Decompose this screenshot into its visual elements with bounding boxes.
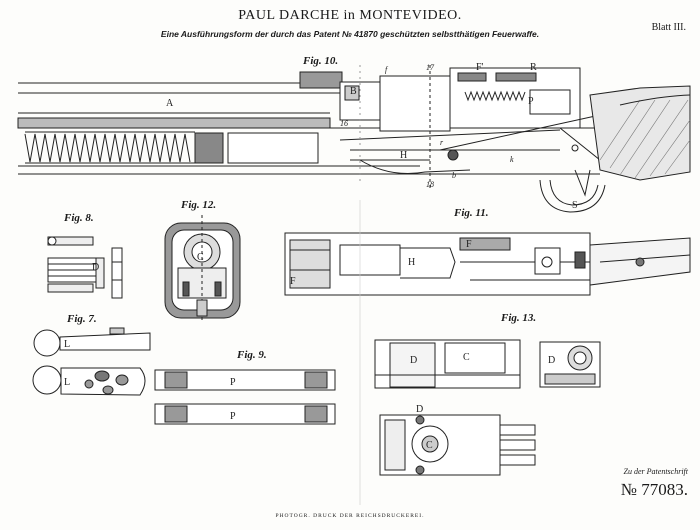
label-17: 17 [426,63,435,72]
label-S: S [572,200,578,211]
fig9-label: Fig. 9. [237,349,267,361]
label-C-fig12: C [197,252,204,263]
label-L-top: L [64,339,70,350]
fig8-drawing [47,236,123,299]
fig7-drawing [32,327,151,396]
label-r: r [440,138,444,147]
printer-footer: PHOTOGR. DRUCK DER REICHSDRUCKEREI. [275,513,425,519]
label-L-bottom: L [64,377,70,388]
label-P-fig9b: P [230,411,236,422]
label-C-fig13b: C [426,440,433,451]
drawing-letters: A B H P R F' S f 17 18 16 b k r D C H F … [64,62,578,451]
label-P-fig9: P [230,377,236,388]
label-D-fig13b: D [548,355,555,366]
fig12-drawing [164,215,241,323]
label-D-fig8: D [92,262,99,273]
label-P: P [528,96,534,107]
label-R: R [530,62,537,73]
fig12-label: Fig. 12. [181,199,217,211]
label-f: f [385,65,389,74]
label-F1: F' [476,62,484,73]
label-k: k [510,155,514,164]
label-F-fig11: F [466,239,472,250]
fig9-drawing [154,369,336,425]
label-18: 18 [426,180,434,189]
label-F-fig11b: F [290,276,296,287]
fig8-label: Fig. 8. [64,212,94,224]
label-C-fig13: C [463,352,470,363]
label-H-fig11: H [408,257,415,268]
fig11-label: Fig. 11. [454,207,489,219]
page-title: PAUL DARCHE in MONTEVIDEO. [238,8,462,23]
sheet-number: Blatt III. [651,22,686,33]
patent-reference: Zu der Patentschrift [623,467,688,476]
label-H: H [400,150,407,161]
label-D-fig13c: D [416,404,423,415]
fig10-drawing [17,65,691,213]
fig13-drawing [374,339,601,476]
patent-number: № 77083. [620,480,688,499]
fig13-label: Fig. 13. [501,312,537,324]
label-A: A [166,98,174,109]
fig10-label: Fig. 10. [303,55,339,67]
fig11-drawing [284,232,691,296]
fig7-label: Fig. 7. [67,313,97,325]
label-b: b [452,171,456,180]
label-D-fig13: D [410,355,417,366]
label-16: 16 [340,119,348,128]
page-subtitle: Eine Ausführungsform der durch das Paten… [160,29,540,39]
label-B: B [350,86,357,97]
